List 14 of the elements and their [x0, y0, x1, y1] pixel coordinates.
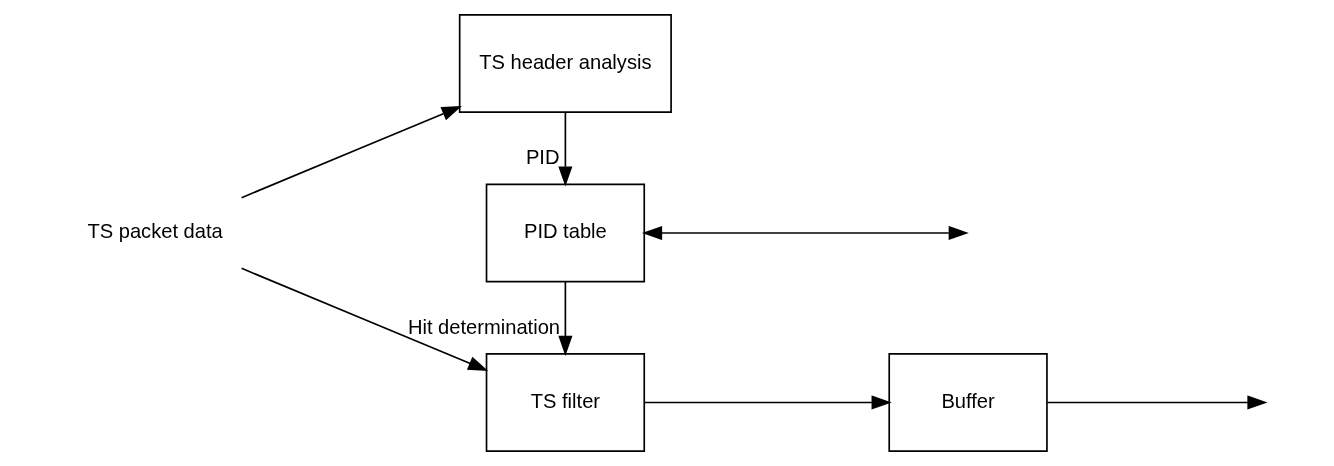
arrow	[1046, 395, 1268, 410]
arrow	[557, 281, 572, 357]
node-box: TS filter	[485, 352, 645, 452]
edge-label: Hit determination	[407, 315, 560, 338]
node-box: TS header analysis	[458, 14, 672, 114]
arrow	[641, 225, 969, 241]
arrow	[557, 111, 572, 187]
arrow	[240, 267, 488, 372]
node-box: PID table	[485, 183, 645, 283]
node-text: TS packet data	[86, 220, 223, 243]
edge-label: PID	[525, 146, 560, 169]
arrow	[643, 395, 892, 410]
node-box: Buffer	[887, 352, 1048, 452]
arrow	[240, 105, 462, 199]
